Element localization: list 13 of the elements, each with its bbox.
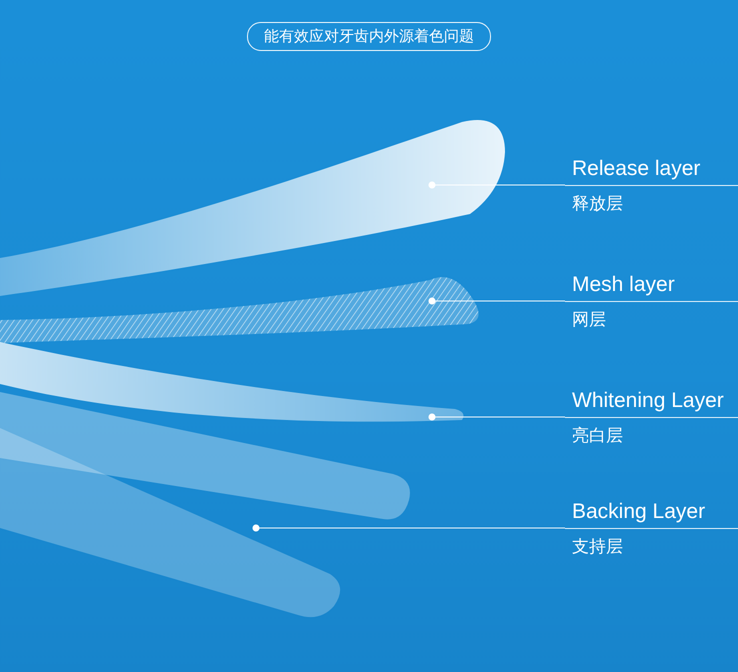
layer-name-chinese: 支持层	[572, 537, 623, 557]
leader-line	[428, 414, 566, 420]
layer-name: Backing Layer	[572, 500, 706, 525]
layer-name-chinese: 网层	[572, 310, 606, 330]
title-pill: 能有效应对牙齿内外源着色问题	[247, 22, 491, 51]
leader-line	[428, 182, 566, 188]
leader-line	[252, 524, 566, 532]
layer-name: Release layer	[572, 157, 700, 182]
leader-line	[428, 298, 566, 304]
layer-name-chinese: 亮白层	[572, 426, 623, 446]
layer-name-chinese: 释放层	[572, 194, 623, 214]
layer-name: Whitening Layer	[572, 389, 724, 414]
layer-name: Mesh layer	[572, 273, 675, 298]
